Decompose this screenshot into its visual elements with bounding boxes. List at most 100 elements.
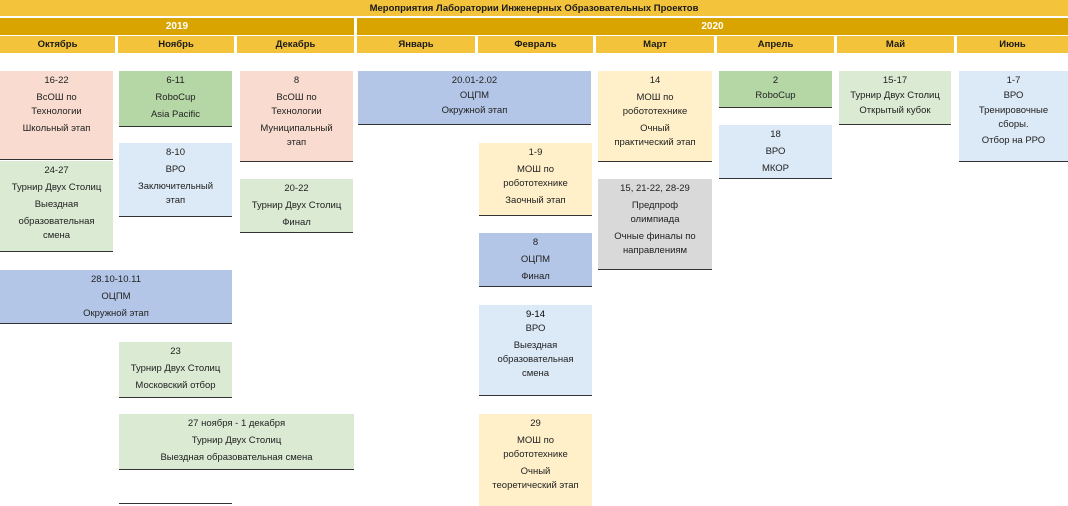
event-date: 6-11 xyxy=(166,75,185,86)
event-date: 20-22 xyxy=(284,183,309,194)
event-line: Выездная xyxy=(513,340,558,351)
event-line: ВсОШ по xyxy=(36,92,77,103)
event-card-tds-moscow[interactable]: 23 Турнир Двух Столиц Московский отбор xyxy=(119,342,232,398)
event-card-mosh-zaochny[interactable]: 1-9 МОШ по робототехнике Заочный этап xyxy=(479,143,592,216)
event-date: 20.01-2.02 xyxy=(451,75,498,86)
event-line: образовательная xyxy=(18,216,95,227)
event-date: 28.10-10.11 xyxy=(90,274,141,285)
event-card-ocpm-okrug-jan[interactable]: 20.01-2.02 ОЦПМ Окружной этап xyxy=(358,71,591,125)
event-card-tds-camp-nov[interactable]: 27 ноября - 1 декабря Турнир Двух Столиц… xyxy=(119,414,354,470)
event-card-tds-open-cup[interactable]: 15-17 Турнир Двух Столиц Открытый кубок xyxy=(839,71,951,125)
event-line: этап xyxy=(165,195,186,206)
event-line: практический этап xyxy=(614,137,696,148)
month-march-header: Март xyxy=(596,36,714,53)
event-card-robocup-asia[interactable]: 6-11 RoboCup Asia Pacific xyxy=(119,71,232,127)
event-card-vsosh-school[interactable]: 16-22 ВсОШ по Технологии Школьный этап xyxy=(0,71,113,160)
event-date: 27 ноября - 1 декабря xyxy=(187,418,286,429)
event-date: 14 xyxy=(649,75,661,86)
event-line: смена xyxy=(42,230,71,241)
event-line: Московский отбор xyxy=(135,380,216,391)
event-date: 24-27 xyxy=(44,165,69,176)
event-date: 16-22 xyxy=(44,75,69,86)
event-line: Окружной этап xyxy=(441,105,508,116)
event-line: олимпиада xyxy=(630,214,680,225)
event-date: 15, 21-22, 28-29 xyxy=(620,183,690,194)
event-line: смена xyxy=(521,368,550,379)
event-line: МКОР xyxy=(761,163,790,174)
month-january-header: Январь xyxy=(357,36,475,53)
year-2020-header: 2020 xyxy=(357,18,1068,35)
event-card-tds-final[interactable]: 20-22 Турнир Двух Столиц Финал xyxy=(240,179,353,233)
event-line: Очный xyxy=(520,466,551,477)
event-line: ОЦПМ xyxy=(520,254,551,265)
event-card-tds-camp-oct[interactable]: 24-27 Турнир Двух Столиц Выездная образо… xyxy=(0,161,113,252)
year-2019-header: 2019 xyxy=(0,18,354,35)
event-date: 1-9 xyxy=(528,147,543,158)
event-line: ОЦПМ xyxy=(459,90,490,101)
event-card-vro-final[interactable]: 8-10 ВРО Заключительный этап xyxy=(119,143,232,217)
event-line: RoboCup xyxy=(755,90,796,101)
event-card-ocpm-okrug-oct[interactable]: 28.10-10.11 ОЦПМ Окружной этап xyxy=(0,270,232,324)
event-line: направлениям xyxy=(622,245,688,256)
event-line: Турнир Двух Столиц xyxy=(130,363,221,374)
event-line: робототехнике xyxy=(622,106,688,117)
event-line: Заключительный xyxy=(137,181,214,192)
event-line: сборы. xyxy=(998,119,1029,130)
event-line: Окружной этап xyxy=(83,308,149,319)
event-line: ВРО xyxy=(165,164,186,175)
event-line: теоретический этап xyxy=(492,480,579,491)
event-date: 2 xyxy=(772,75,779,86)
event-line: Финал xyxy=(282,217,311,228)
event-line: ВРО xyxy=(525,323,546,334)
event-line: МОШ по xyxy=(516,435,555,446)
event-line: Турнир Двух Столиц xyxy=(251,200,342,211)
event-line: Муниципальный xyxy=(260,123,333,134)
event-card-predprof[interactable]: 15, 21-22, 28-29 Предпроф олимпиада Очны… xyxy=(598,179,712,270)
event-date: 8-10 xyxy=(165,147,185,158)
event-date: 29 xyxy=(530,418,541,429)
event-line: Открытый кубок xyxy=(859,105,931,116)
event-line: робототехнике xyxy=(503,449,568,460)
event-line: Предпроф xyxy=(631,200,679,211)
event-card-ocpm-final[interactable]: 8 ОЦПМ Финал xyxy=(479,233,592,287)
event-line: ВРО xyxy=(1003,90,1024,101)
event-date: 15-17 xyxy=(882,75,908,86)
event-line: Финал xyxy=(521,271,550,282)
event-line: Турнир Двух Столиц xyxy=(11,182,102,193)
event-line: Турнир Двух Столиц xyxy=(191,435,282,446)
event-line: МОШ по xyxy=(516,164,555,175)
event-line: Технологии xyxy=(31,106,82,117)
event-line: Выездная xyxy=(34,199,79,210)
event-card-robocup[interactable]: 2 RoboCup xyxy=(719,71,832,108)
month-october-header: Октябрь xyxy=(0,36,115,53)
event-line: образовательная xyxy=(497,354,574,365)
event-card-vsosh-municipal[interactable]: 8 ВсОШ по Технологии Муниципальный этап xyxy=(240,71,353,162)
event-line: робототехнике xyxy=(503,178,568,189)
event-line: ВсОШ по xyxy=(276,92,317,103)
month-june-header: Июнь xyxy=(957,36,1068,53)
event-date: 23 xyxy=(170,346,181,357)
event-date: 8 xyxy=(293,75,300,86)
event-line: Выездная образовательная смена xyxy=(160,452,313,463)
page-title: Мероприятия Лаборатории Инженерных Образ… xyxy=(0,0,1068,17)
event-card-vro-camp[interactable]: 9-14 ВРО Выездная образовательная смена xyxy=(479,305,592,396)
event-card-mosh-practice[interactable]: 14 МОШ по робототехнике Очный практическ… xyxy=(598,71,712,162)
event-date: 9-14 xyxy=(525,309,545,320)
event-line: Отбор на РРО xyxy=(981,135,1046,146)
event-line: МОШ по xyxy=(636,92,674,103)
event-card-vro-training[interactable]: 1-7 ВРО Тренировочные сборы. Отбор на РР… xyxy=(959,71,1068,162)
event-line: Очный xyxy=(640,123,670,134)
month-april-header: Апрель xyxy=(717,36,834,53)
event-line: Заочный этап xyxy=(505,195,566,206)
event-date: 8 xyxy=(532,237,539,248)
month-november-header: Ноябрь xyxy=(118,36,234,53)
month-december-header: Декабрь xyxy=(237,36,354,53)
event-line: Тренировочные xyxy=(978,105,1049,116)
month-may-header: Май xyxy=(837,36,954,53)
event-line: Asia Pacific xyxy=(150,109,201,120)
event-date: 18 xyxy=(770,129,781,140)
event-line: Турнир Двух Столиц xyxy=(850,90,940,101)
event-card-mosh-theory[interactable]: 29 МОШ по робототехнике Очный теоретичес… xyxy=(479,414,592,506)
event-card-vro-mkor[interactable]: 18 ВРО МКОР xyxy=(719,125,832,179)
event-line: ОЦПМ xyxy=(101,291,131,302)
